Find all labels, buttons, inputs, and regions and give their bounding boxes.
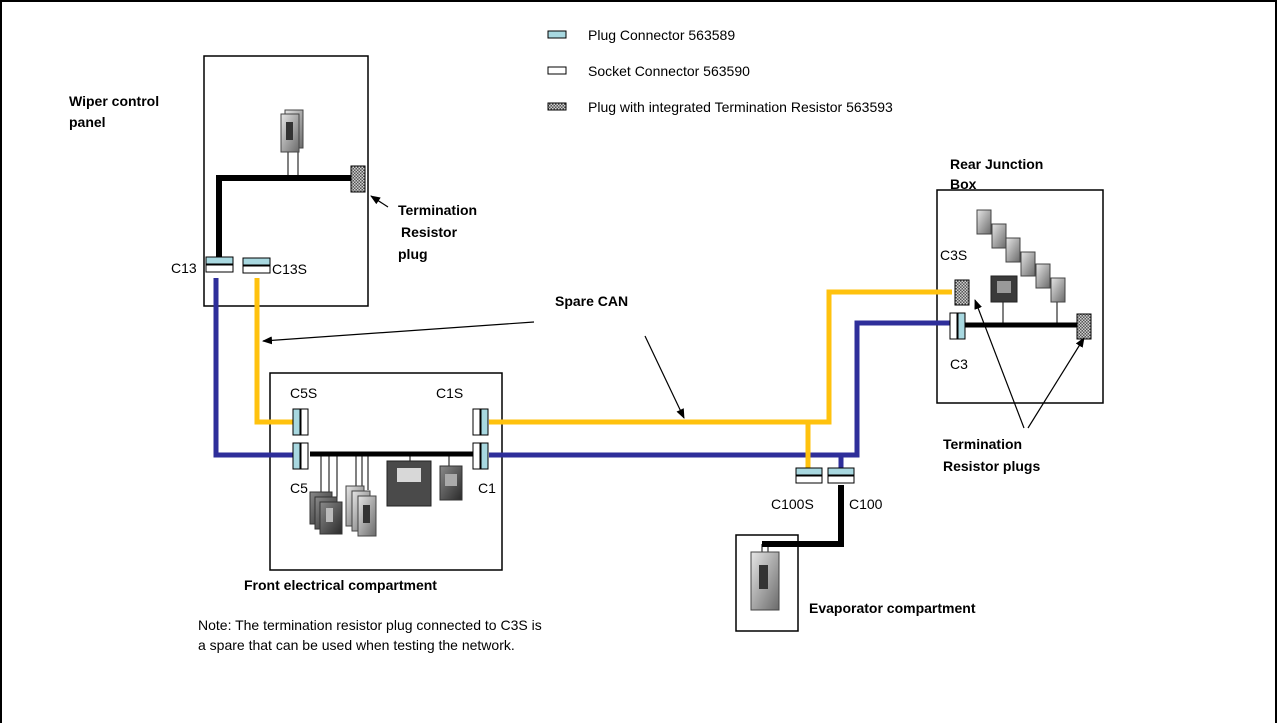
rear-termination-plug (1077, 314, 1091, 339)
term-plug-label-line1: Termination (398, 202, 477, 218)
term-plugs-arrow-c3s (975, 300, 1024, 428)
main-can-wire-front-rear (489, 323, 952, 455)
note-line2: a spare that can be used when testing th… (198, 637, 515, 653)
c3-label: C3 (950, 356, 968, 372)
wiper-ecu (281, 110, 303, 152)
c3s-termination-plug (955, 280, 969, 305)
front-compartment-box (270, 373, 502, 570)
annotation-arrows (263, 196, 1084, 428)
c13s-label: C13S (272, 261, 307, 277)
connector-c1 (473, 443, 488, 469)
evaporator-label: Evaporator compartment (809, 600, 976, 616)
legend-plug-icon (548, 31, 566, 38)
legend-term-icon (548, 103, 566, 110)
rear-ecu-dark (991, 276, 1017, 302)
ecu-modules (281, 110, 1065, 610)
c1s-label: C1S (436, 385, 463, 401)
spare-can-label: Spare CAN (555, 293, 628, 309)
c5-label: C5 (290, 480, 308, 496)
c3s-label: C3S (940, 247, 967, 263)
spare-can-wire-front-rear (489, 292, 952, 422)
term-plug-arrow (371, 196, 388, 207)
front-ecu-large (387, 461, 431, 506)
term-plug-label-line2: Resistor (401, 224, 458, 240)
rear-ecu-chain (977, 210, 1065, 302)
legend-plug-label: Plug Connector 563589 (588, 27, 735, 43)
legend-socket-label: Socket Connector 563590 (588, 63, 750, 79)
c5s-label: C5S (290, 385, 317, 401)
wiper-panel-label-line2: panel (69, 114, 106, 130)
term-plugs-label-line1: Termination (943, 436, 1022, 452)
c100s-label: C100S (771, 496, 814, 512)
spare-can-arrow-right (645, 336, 684, 418)
front-ecu-small (440, 466, 462, 500)
spare-can-drop-c100s (808, 422, 829, 470)
spare-can-arrow-left (263, 322, 534, 341)
front-ecu-stack-2 (346, 486, 376, 536)
connector-c13 (206, 257, 233, 272)
rear-box-label-line2: Box (950, 176, 977, 192)
front-compartment-label: Front electrical compartment (244, 577, 437, 593)
connector-c13s (243, 258, 270, 273)
wiper-local-bus (219, 178, 352, 265)
evaporator-ecu (751, 552, 779, 610)
front-ecu-stack-1 (310, 492, 342, 534)
connector-c5 (293, 443, 308, 469)
wiper-termination-plug (351, 166, 365, 192)
c100-label: C100 (849, 496, 883, 512)
note-line1: Note: The termination resistor plug conn… (198, 617, 542, 633)
c13-label: C13 (171, 260, 197, 276)
legend: Plug Connector 563589 Socket Connector 5… (548, 27, 893, 115)
connector-c1s (473, 409, 488, 435)
c1-label: C1 (478, 480, 496, 496)
rear-box-label-line1: Rear Junction (950, 156, 1043, 172)
term-plug-label-line3: plug (398, 246, 428, 262)
term-plugs-label-line2: Resistor plugs (943, 458, 1040, 474)
connector-c3 (950, 313, 965, 339)
connector-c5s (293, 409, 308, 435)
legend-socket-icon (548, 67, 566, 74)
wiper-panel-label-line1: Wiper control (69, 93, 159, 109)
legend-term-label: Plug with integrated Termination Resisto… (588, 99, 893, 115)
connector-c100s (796, 468, 822, 483)
term-plugs-arrow-rear (1028, 338, 1084, 428)
connector-c100 (828, 468, 854, 483)
